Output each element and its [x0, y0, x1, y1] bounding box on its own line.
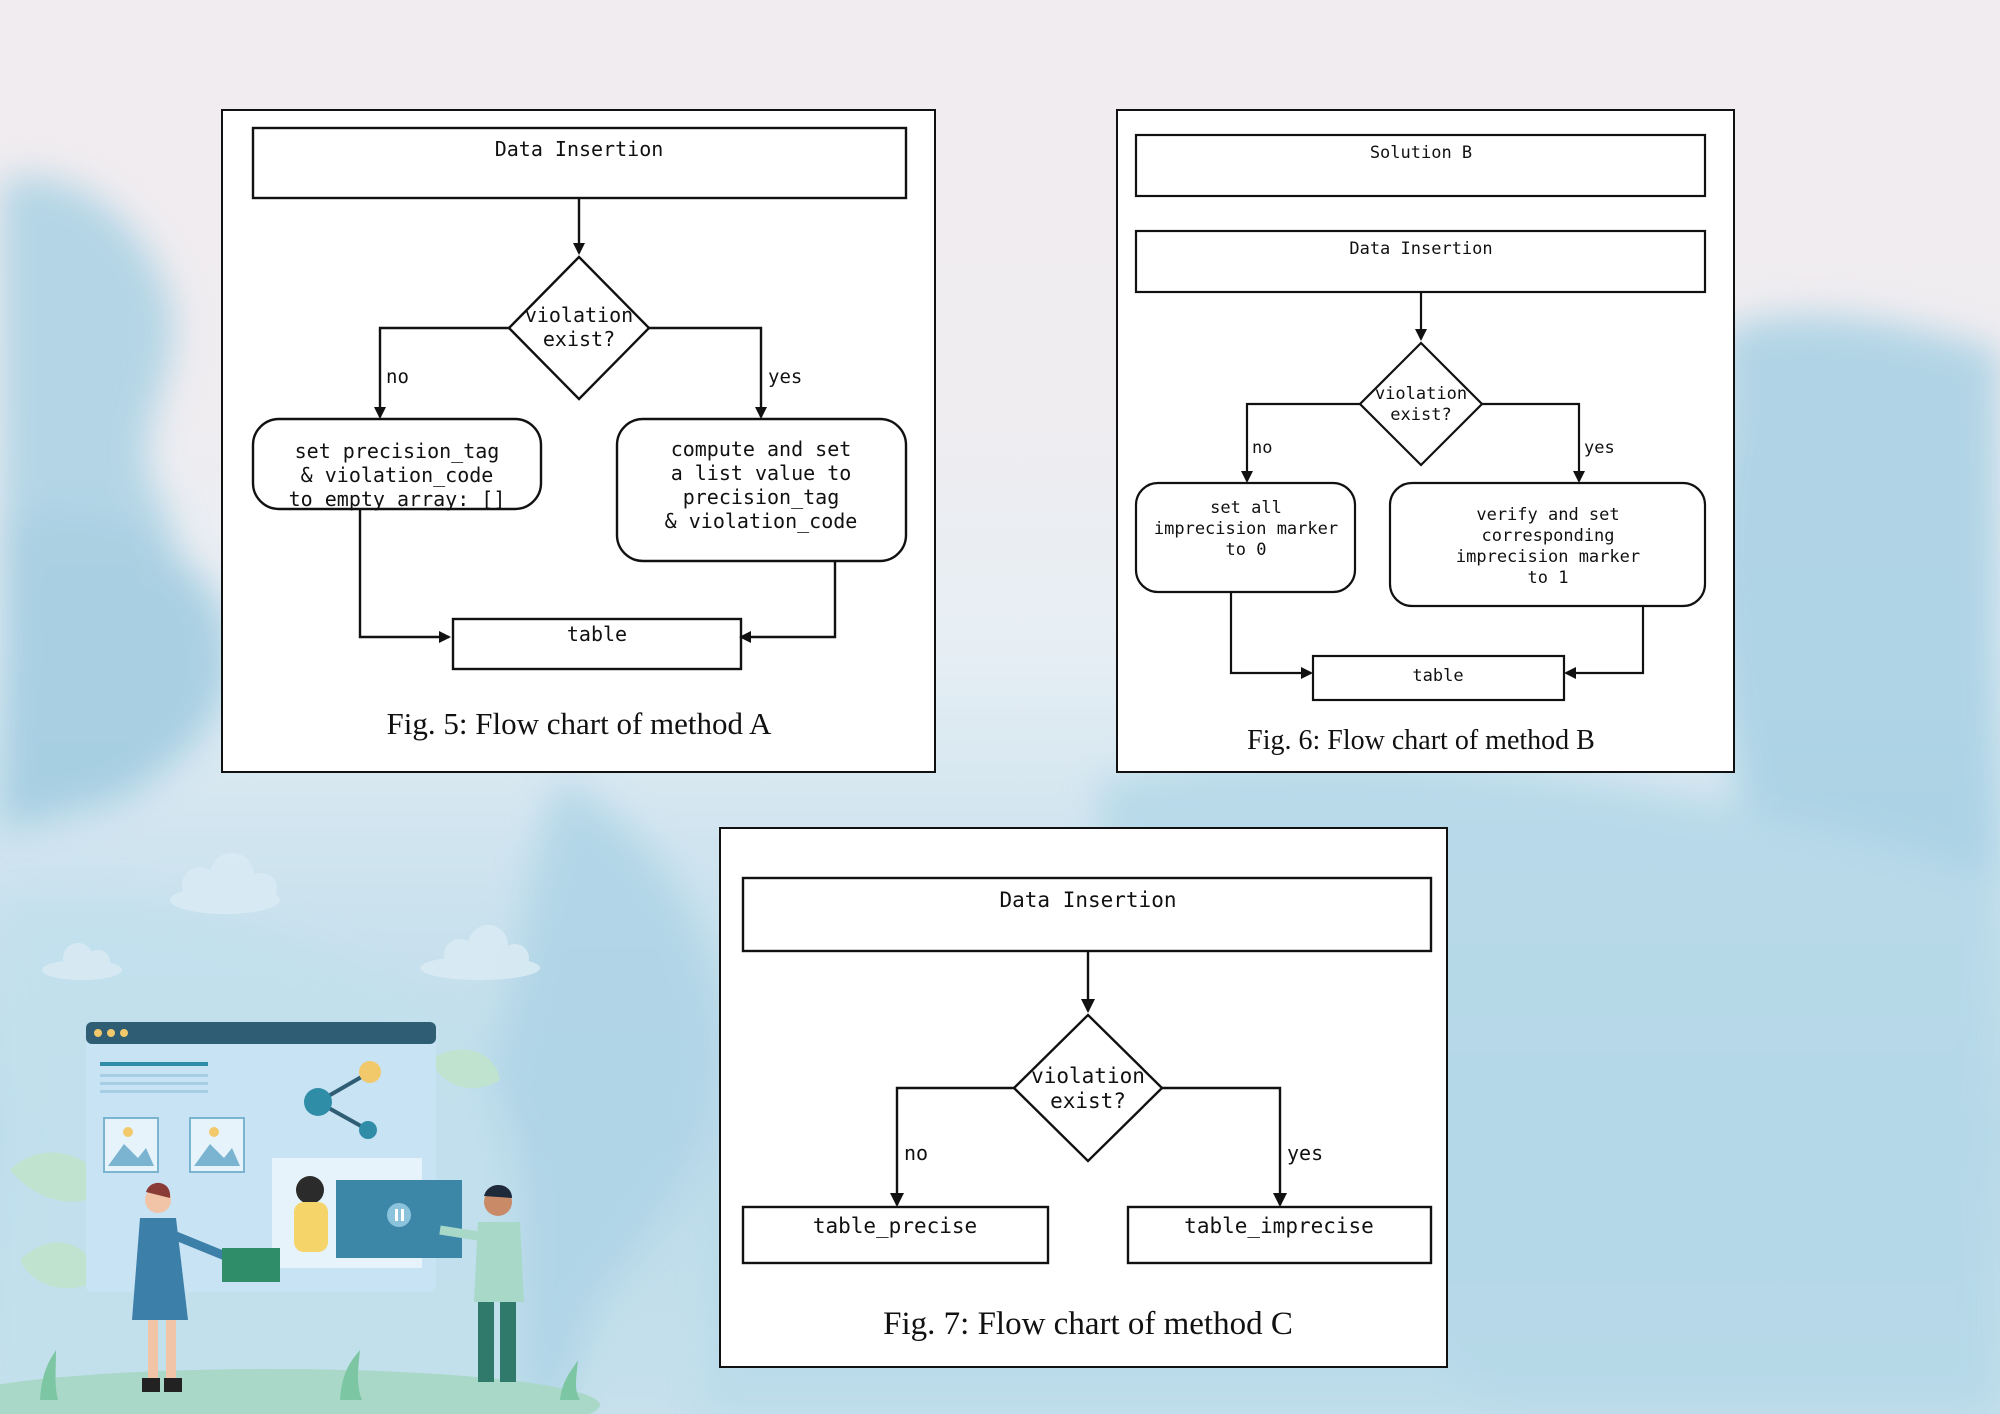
yes-box-line1: compute and set [671, 437, 852, 461]
decision-diamond [1358, 341, 1484, 467]
flowchart-method-a: Data Insertion violation exist? no yes s… [251, 126, 908, 741]
no-box-line1: set all [1210, 498, 1282, 518]
decision-label-line1: violation [525, 303, 633, 327]
decision-label-line2: exist? [1050, 1089, 1126, 1113]
figure-method-a: Data Insertion violation exist? no yes s… [221, 109, 936, 773]
decision-label-line2: exist? [1390, 405, 1451, 425]
end-box [1311, 654, 1566, 702]
yes-box [615, 417, 908, 563]
yes-box-line2: a list value to [671, 461, 852, 485]
end-label: table [567, 622, 627, 646]
flowchart-method-c: Data Insertion violation exist? no yes t… [741, 876, 1433, 1342]
header-label: Solution B [1370, 143, 1472, 163]
no-box-line3: to 0 [1226, 540, 1267, 560]
yes-box-line3: imprecision marker [1456, 547, 1640, 567]
yes-end-label: table_imprecise [1184, 1214, 1374, 1238]
no-end-box [741, 1205, 1050, 1265]
figure-caption: Fig. 7: Flow chart of method C [883, 1306, 1293, 1342]
start-label: Data Insertion [999, 888, 1176, 912]
flowchart-method-b: Solution B Data Insertion violation exis… [1134, 133, 1707, 756]
figure-method-b: Solution B Data Insertion violation exis… [1116, 109, 1735, 773]
figure-caption: Fig. 6: Flow chart of method B [1247, 725, 1595, 756]
no-box [251, 417, 543, 511]
yes-label: yes [1584, 438, 1615, 458]
yes-box-line4: to 1 [1528, 568, 1569, 588]
yes-end-box [1126, 1205, 1433, 1265]
figure-caption: Fig. 5: Flow chart of method A [387, 706, 773, 741]
end-label: table [1412, 666, 1463, 686]
decision-label-line2: exist? [543, 327, 615, 351]
end-box [451, 617, 743, 671]
decision-diamond [1012, 1013, 1164, 1163]
yes-box-line3: precision_tag [683, 485, 840, 509]
no-label: no [1252, 438, 1272, 458]
no-label: no [904, 1141, 928, 1165]
decision-label-line1: violation [1375, 384, 1467, 404]
start-label: Data Insertion [495, 137, 664, 161]
no-end-label: table_precise [813, 1214, 977, 1238]
no-box-line2: imprecision marker [1154, 519, 1338, 539]
yes-box-line4: & violation_code [665, 509, 858, 533]
no-box [1134, 481, 1357, 594]
no-box-line2: & violation_code [301, 463, 494, 487]
figure-method-c: Data Insertion violation exist? no yes t… [719, 827, 1448, 1368]
no-box-line1: set precision_tag [295, 439, 500, 463]
yes-label: yes [1287, 1141, 1323, 1165]
people-presentation-illustration [0, 1022, 600, 1414]
no-box-line3: to empty array: [] [289, 487, 506, 511]
start-label: Data Insertion [1349, 239, 1492, 259]
header-box [1134, 133, 1707, 198]
no-label: no [386, 366, 409, 388]
share-icon [304, 1061, 381, 1139]
yes-box-line2: corresponding [1481, 526, 1614, 546]
yes-box [1388, 481, 1707, 608]
yes-label: yes [768, 366, 802, 388]
decision-diamond [507, 255, 651, 401]
cloud-decoration [42, 853, 540, 980]
decision-label-line1: violation [1031, 1064, 1145, 1088]
yes-box-line1: verify and set [1476, 505, 1619, 525]
